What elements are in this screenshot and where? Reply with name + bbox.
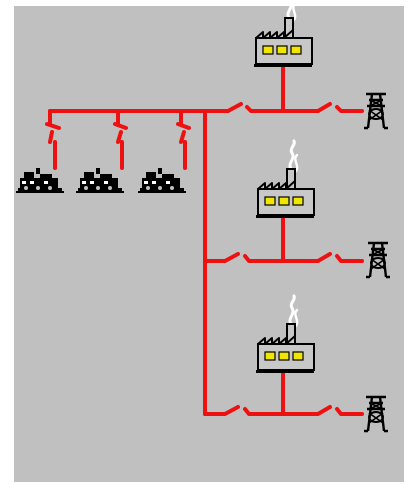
busbar-wiring xyxy=(45,66,364,416)
generator-2-drop xyxy=(113,109,128,170)
top-bus-switch-1 xyxy=(226,102,320,113)
canvas-background xyxy=(14,6,404,482)
generator-1-drop xyxy=(45,109,61,170)
generator-3-drop xyxy=(176,109,191,170)
top-bus-switch-2 xyxy=(316,102,364,113)
